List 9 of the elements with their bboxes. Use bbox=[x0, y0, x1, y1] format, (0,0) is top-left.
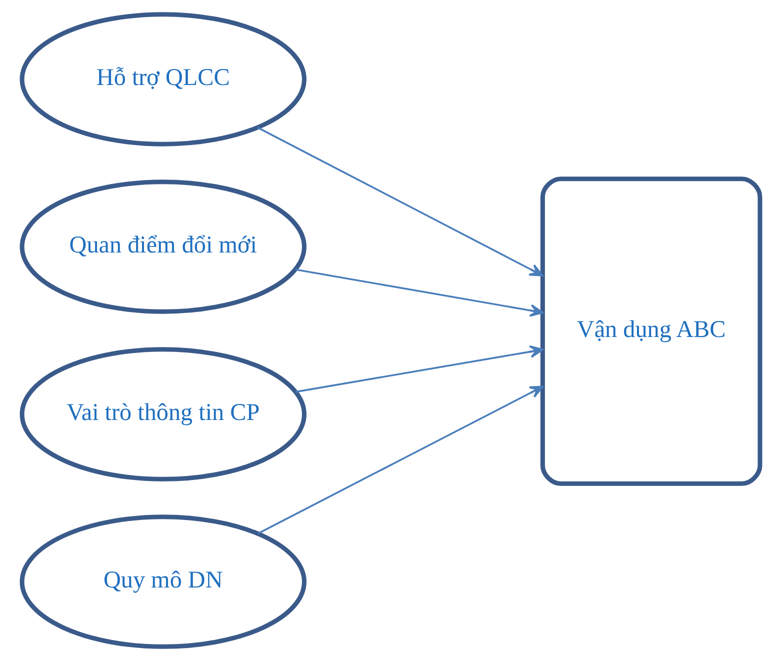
arrow bbox=[258, 386, 544, 534]
node-ellipse: Quy mô DN bbox=[20, 514, 306, 649]
arrow bbox=[296, 345, 544, 393]
arrow bbox=[295, 268, 544, 317]
node-ellipse: Hỗ trợ QLCC bbox=[20, 12, 306, 146]
node-ellipse: Vai trò thông tin CP bbox=[20, 347, 306, 482]
node-box: Vận dụng ABC bbox=[540, 176, 762, 486]
arrow bbox=[257, 126, 544, 276]
node-ellipse: Quan điểm đổi mới bbox=[20, 180, 306, 314]
